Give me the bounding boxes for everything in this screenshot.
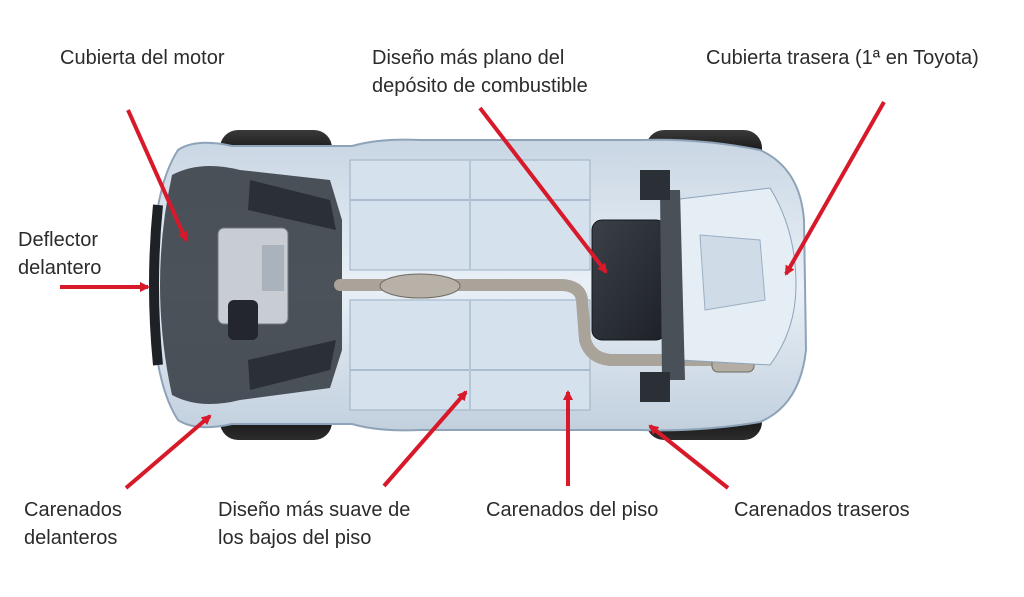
label-engine-cover: Cubierta del motor — [60, 44, 225, 72]
arrow-fuel-tank — [478, 106, 608, 274]
label-line: Cubierta del motor — [60, 47, 225, 69]
arrow-smooth-floor — [382, 390, 468, 488]
annotation-arrows — [60, 101, 886, 490]
label-line: Deflector — [18, 229, 99, 251]
label-fuel-tank: Diseño más plano del depósito de combust… — [372, 44, 588, 100]
label-line: delanteros — [24, 527, 118, 549]
label-line: Diseño más plano del — [372, 47, 565, 69]
label-line: los bajos del piso — [218, 527, 372, 549]
label-front-deflector: Deflector delantero — [18, 226, 101, 282]
label-line: Carenados del piso — [486, 499, 659, 521]
label-line: Carenados traseros — [734, 499, 910, 521]
label-floor-fairings: Carenados del piso — [486, 496, 658, 524]
exhaust-pipe — [334, 279, 746, 366]
arrow-rear-cover — [784, 101, 886, 276]
label-line: Cubierta trasera (1ª en Toyota) — [706, 47, 979, 69]
label-rear-fairings: Carenados traseros — [734, 496, 910, 524]
label-line: delantero — [18, 257, 102, 279]
label-front-fairings: Carenados delanteros — [24, 496, 122, 552]
label-smooth-floor: Diseño más suave de los bajos del piso — [218, 496, 410, 552]
label-rear-cover: Cubierta trasera (1ª en Toyota) — [706, 44, 979, 72]
fuel-tank — [591, 219, 667, 341]
label-line: depósito de combustible — [372, 75, 588, 97]
arrow-front-fairings — [124, 414, 212, 490]
label-line: Carenados — [24, 499, 122, 521]
arrow-engine-cover — [126, 109, 188, 242]
arrow-rear-fairings — [648, 424, 730, 490]
label-line: Diseño más suave de — [218, 499, 411, 521]
